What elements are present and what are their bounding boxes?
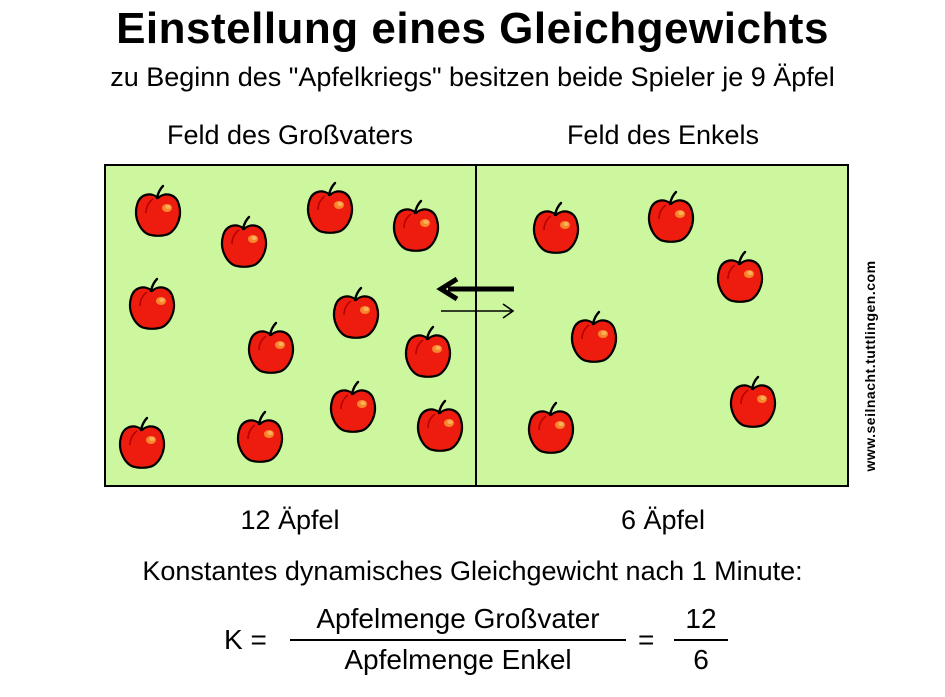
apple-icon (570, 310, 618, 363)
apple-icon (404, 325, 452, 378)
apple-icon (134, 184, 182, 237)
apple-icon (128, 277, 176, 330)
arrow-right-thin-icon (441, 303, 515, 319)
apple-icon (729, 375, 777, 428)
watermark-url: www.seilnacht.tuttlingen.com (862, 260, 878, 472)
apple-icon (716, 250, 764, 303)
equilibrium-caption: Konstantes dynamisches Gleichgewicht nac… (142, 556, 803, 586)
apple-icon (532, 201, 580, 254)
result-fraction-bar (674, 639, 728, 641)
apple-icon (329, 380, 377, 433)
grandfather-apples (118, 181, 464, 469)
apple-icon (220, 215, 268, 268)
diagram-subtitle: zu Beginn des "Apfelkriegs" besitzen bei… (110, 62, 835, 92)
grandfather-field-label: Feld des Großvaters (166, 120, 414, 150)
formula-numerator: Apfelmenge Großvater (316, 603, 600, 634)
apple-icon (416, 399, 464, 452)
apple-icon (527, 401, 575, 454)
grandfather-apple-count: 12 Äpfel (240, 505, 340, 535)
formula-equals: = (638, 624, 655, 655)
apple-icon (236, 410, 284, 463)
result-denominator: 6 (693, 644, 709, 675)
formula-denominator: Apfelmenge Enkel (344, 644, 572, 675)
result-numerator: 12 (685, 603, 717, 634)
apple-icon (647, 190, 695, 243)
apple-icon (392, 199, 440, 252)
grandson-apples (527, 190, 777, 454)
diagram-title: Einstellung eines Gleichgewichts (116, 4, 829, 53)
apple-icon (306, 181, 354, 234)
arrow-left-thick-icon (436, 276, 514, 302)
grandson-apple-count: 6 Äpfel (620, 505, 706, 535)
apple-icon (247, 321, 295, 374)
fraction-bar (290, 639, 626, 641)
field-divider (475, 164, 477, 487)
apple-icon (118, 416, 166, 469)
grandson-field-label: Feld des Enkels (566, 120, 760, 150)
formula-lhs: K = (224, 624, 267, 655)
apple-icon (332, 286, 380, 339)
